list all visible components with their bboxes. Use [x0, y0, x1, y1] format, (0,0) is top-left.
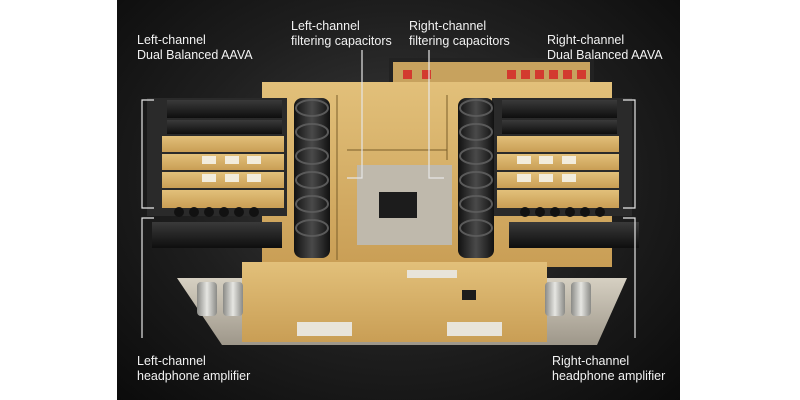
- label-right-hp: Right-channel headphone amplifier: [552, 354, 665, 384]
- label-left-aava-line2: Dual Balanced AAVA: [137, 48, 253, 62]
- left-aava-board-stack: [147, 98, 287, 248]
- label-right-caps-line2: filtering capacitors: [409, 34, 510, 48]
- label-left-aava: Left-channel Dual Balanced AAVA: [137, 33, 253, 63]
- label-left-aava-line1: Left-channel: [137, 33, 206, 47]
- label-right-hp-line2: headphone amplifier: [552, 369, 666, 383]
- left-filtering-capacitors: [294, 98, 330, 258]
- label-right-aava-line2: Dual Balanced AAVA: [547, 48, 663, 62]
- label-right-aava: Right-channel Dual Balanced AAVA: [547, 33, 663, 63]
- left-caps-leader: [347, 50, 363, 179]
- right-aava-board-stack: [492, 98, 639, 248]
- left-hp-bracket: [141, 217, 154, 338]
- left-headphone-amplifier: [197, 282, 243, 316]
- label-right-caps: Right-channel filtering capacitors: [409, 19, 510, 49]
- callout-lines: [141, 50, 636, 338]
- right-aava-bracket: [623, 99, 636, 209]
- label-right-aava-line1: Right-channel: [547, 33, 625, 47]
- label-left-caps-line1: Left-channel: [291, 19, 360, 33]
- label-left-caps-line2: filtering capacitors: [291, 34, 392, 48]
- label-right-caps-line1: Right-channel: [409, 19, 487, 33]
- right-hp-bracket: [623, 217, 636, 338]
- amplifier-illustration: [141, 50, 639, 345]
- label-left-hp: Left-channel headphone amplifier: [137, 354, 250, 384]
- right-headphone-amplifier: [545, 282, 591, 316]
- label-right-hp-line1: Right-channel: [552, 354, 630, 368]
- label-left-caps: Left-channel filtering capacitors: [291, 19, 392, 49]
- label-left-hp-line1: Left-channel: [137, 354, 206, 368]
- label-left-hp-line2: headphone amplifier: [137, 369, 251, 383]
- amplifier-internals-photo: Left-channel Dual Balanced AAVA Left-cha…: [117, 0, 680, 400]
- right-caps-leader: [428, 50, 444, 179]
- right-filtering-capacitors: [458, 98, 494, 258]
- left-aava-bracket: [141, 99, 154, 209]
- front-board: [242, 262, 547, 342]
